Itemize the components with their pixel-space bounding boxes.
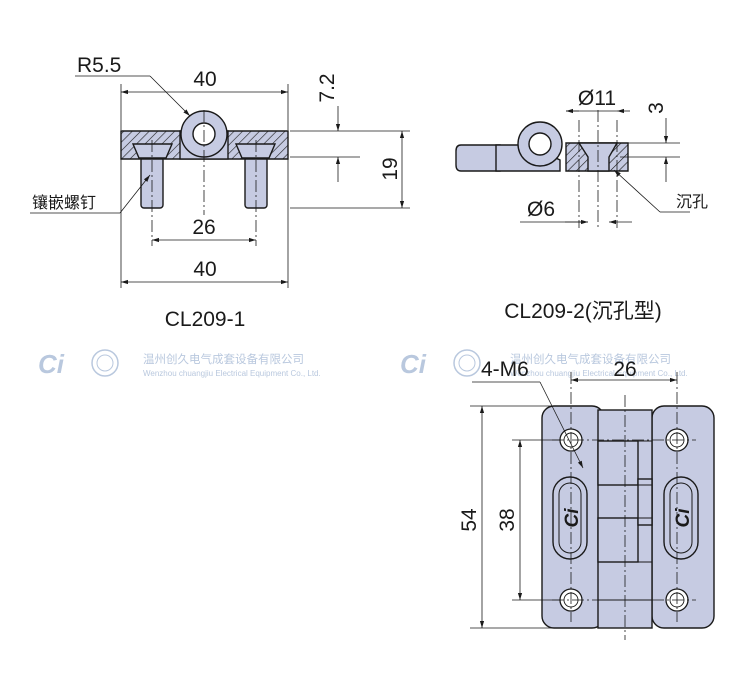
- dim-length-total: 54: [458, 508, 481, 532]
- watermark-right: Ci 温州创久电气成套设备有限公司 Wenzhou chuangjiu Elec…: [400, 349, 688, 379]
- view-cl209-1: 40 R5.5 7.2 19 26 40 镶嵌螺钉 CL209-1: [30, 54, 410, 331]
- plate-logo-left: Ci: [562, 508, 583, 528]
- slot-left: [552, 476, 588, 560]
- dim-hole-spacing-y: 38: [496, 508, 519, 531]
- watermark-logo: Ci: [38, 349, 65, 379]
- view-top: Ci Ci 26 4-M6: [458, 358, 715, 640]
- caption-cl209-2: CL209-2(沉孔型): [504, 300, 662, 323]
- label-countersink: 沉孔: [676, 192, 708, 211]
- caption-cl209-1: CL209-1: [165, 308, 246, 331]
- label-insert-screw: 镶嵌螺钉: [32, 193, 96, 212]
- watermark-left: Ci 温州创久电气成套设备有限公司 Wenzhou chuangjiu Elec…: [38, 349, 321, 379]
- hinge-body-2: [455, 144, 501, 172]
- slot-right: [663, 476, 699, 560]
- dim-depth: 3: [645, 102, 668, 114]
- view-cl209-2: Ø11 3 Ø6 沉孔 CL209-2(沉孔型): [455, 87, 708, 323]
- watermark-company-en: Wenzhou chuangjiu Electrical Equipment C…: [143, 369, 321, 378]
- plate-logo-right: Ci: [673, 508, 694, 528]
- dim-radius: R5.5: [77, 54, 121, 77]
- dim-hole-dia: Ø11: [578, 87, 616, 110]
- watermark-company-cn: 温州创久电气成套设备有限公司: [143, 352, 304, 366]
- watermark-seal-icon: [91, 349, 119, 377]
- watermark-company-cn: 温州创久电气成套设备有限公司: [510, 352, 671, 366]
- hinge-pin-hole-2: [528, 132, 552, 156]
- dim-width-top: 40: [193, 68, 216, 91]
- watermark-logo: Ci: [400, 349, 427, 379]
- dim-height-top: 7.2: [316, 73, 339, 102]
- watermark-seal-icon: [453, 349, 481, 377]
- watermark-company-en: Wenzhou chuangjiu Electrical Equipment C…: [510, 369, 688, 378]
- dim-width-bottom: 40: [193, 258, 216, 281]
- label-thread: 4-M6: [481, 358, 529, 381]
- dim-height-total: 19: [379, 157, 402, 180]
- dim-bore-dia: Ø6: [527, 198, 555, 221]
- dim-pin-spacing: 26: [192, 216, 215, 239]
- dim-hole-spacing-x: 26: [613, 358, 636, 381]
